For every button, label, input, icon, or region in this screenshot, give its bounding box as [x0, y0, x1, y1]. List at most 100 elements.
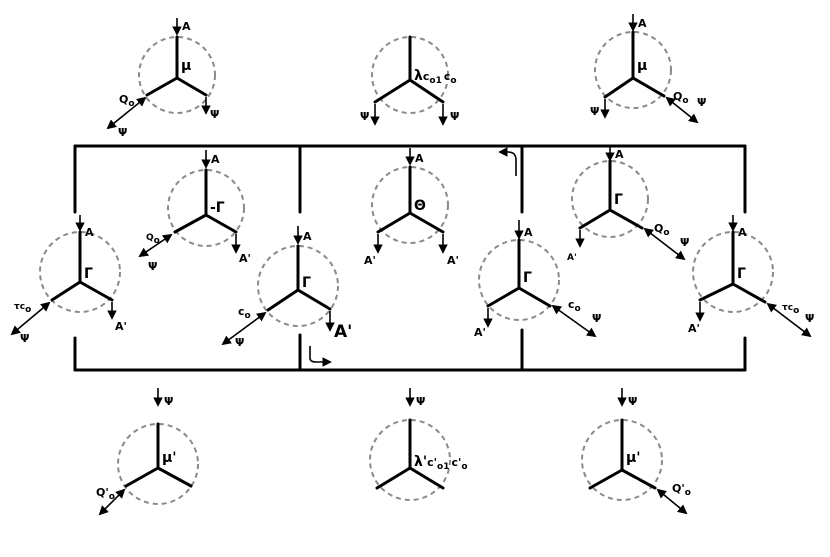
node-bot-right: Ψ μ' Q'o — [581, 388, 691, 515]
node-label-a: A — [85, 226, 94, 239]
node-leg — [588, 468, 624, 490]
node-leg — [373, 78, 412, 104]
node-bot-left: Ψ μ' Q'o — [96, 388, 199, 516]
node-center-label: μ' — [162, 450, 177, 466]
node-leg-c-label: A' — [115, 320, 127, 333]
node-center-label: μ — [637, 58, 647, 74]
node-circle — [117, 423, 199, 505]
node-circle — [167, 169, 245, 247]
node-leg — [620, 468, 657, 490]
node-leg — [631, 76, 666, 98]
node-center-label: -Γ — [210, 200, 225, 216]
turn-arrow-icon — [309, 346, 332, 367]
node-label-a: Ψ — [164, 395, 173, 408]
double-arrow-icon — [665, 96, 699, 124]
node-leg — [173, 213, 208, 234]
node-leg — [608, 208, 644, 230]
double-arrow-icon — [656, 488, 688, 515]
node-leg-c-label: A' — [239, 252, 251, 265]
node-leg-c-label: Ψ — [592, 312, 601, 325]
node-center-label: Γ — [302, 275, 311, 291]
node-leg — [145, 76, 179, 97]
node-mid-right-inner: A Γ A' Qo Ψ — [567, 146, 689, 263]
node-leg — [731, 282, 767, 304]
node-leg — [296, 288, 332, 311]
node-circle — [571, 160, 649, 238]
node-circle — [257, 245, 339, 327]
node-leg-b-label: Ψ — [118, 126, 127, 139]
node-top-right: A μ Ψ Qo Ψ — [590, 14, 706, 124]
frame — [73, 144, 747, 372]
node-center-label: Θ — [414, 198, 426, 214]
node-circle — [478, 239, 560, 321]
node-leg-b-label: A' — [688, 322, 700, 335]
node-label-a: A — [211, 153, 220, 166]
node-leg — [698, 282, 735, 302]
node-circle — [594, 31, 672, 109]
node-mid-right: A Γ A' τco Ψ — [688, 215, 814, 338]
node-leg — [603, 76, 635, 99]
node-coupling-label: τco — [782, 303, 799, 316]
node-label-a: A — [182, 20, 191, 33]
node-leg — [50, 280, 82, 302]
double-arrow-icon — [766, 302, 812, 338]
node-leg — [266, 288, 300, 312]
node-mid-left-inner: A -Γ A' Qo Ψ — [138, 150, 251, 273]
node-label-a: A — [415, 152, 424, 165]
node-label-a: A — [638, 17, 647, 30]
double-arrow-icon — [98, 488, 126, 516]
node-mid-center: A Θ A' A' — [364, 148, 459, 267]
double-arrow-icon — [551, 304, 597, 338]
node-coupling-label: Qo — [119, 93, 135, 109]
node-center-label: Γ — [737, 266, 746, 282]
node-leg-c-label: Ψ — [680, 236, 689, 249]
node-mid-center-left: A Γ A' co Ψ — [221, 226, 352, 349]
node-leg-b-label: A' — [474, 326, 486, 339]
node-leg — [408, 78, 445, 104]
node-leg-c-label: A' — [334, 322, 352, 342]
node-leg-b-label: A' — [567, 253, 577, 263]
node-leg — [124, 466, 160, 488]
node-center-label: μ — [181, 58, 191, 74]
double-arrow-icon — [643, 227, 686, 261]
node-coupling-label: Qo — [673, 90, 689, 106]
node-coupling-label: Q'o — [96, 486, 115, 502]
node-label-a: A — [303, 230, 312, 243]
node-label-a: A — [524, 226, 533, 239]
node-leg-b-label: Ψ — [20, 332, 29, 345]
node-circle — [369, 419, 451, 501]
node-leg-b-label: Ψ — [148, 260, 157, 273]
node-leg-b-label: Ψ — [360, 110, 369, 123]
double-arrow-icon — [221, 311, 267, 346]
node-leg-c-label: Ψ — [450, 110, 459, 123]
node-coupling-label: Q'o — [672, 482, 691, 498]
node-leg — [517, 286, 552, 308]
node-label-a: A — [738, 226, 747, 239]
node-leg — [408, 211, 445, 234]
node-leg — [204, 213, 238, 234]
node-leg — [578, 208, 612, 230]
node-label-a: Ψ — [628, 395, 637, 408]
node-circle — [138, 36, 216, 114]
node-coupling-label: co — [238, 305, 251, 321]
node-top-left: A μ Ψ Qo Ψ — [106, 18, 219, 139]
double-arrow-icon — [106, 96, 147, 130]
node-center-label: Γ — [523, 270, 532, 286]
node-coupling-label: Qo — [146, 233, 160, 246]
node-leg — [375, 466, 412, 490]
node-center-label: μ' — [626, 450, 641, 466]
node-coupling-label: τco — [14, 302, 31, 315]
node-coupling-label: co — [568, 298, 581, 314]
node-leg — [175, 76, 208, 97]
node-leg-c-label: Ψ — [697, 96, 706, 109]
turn-arrow-icon — [498, 147, 517, 176]
node-circle — [371, 36, 449, 114]
node-center-label: Γ — [84, 266, 93, 282]
double-arrow-icon — [10, 301, 51, 336]
node-leg-b-label: A' — [364, 254, 376, 267]
node-leg-c-label: Ψ — [805, 312, 814, 325]
node-leg — [78, 280, 114, 302]
